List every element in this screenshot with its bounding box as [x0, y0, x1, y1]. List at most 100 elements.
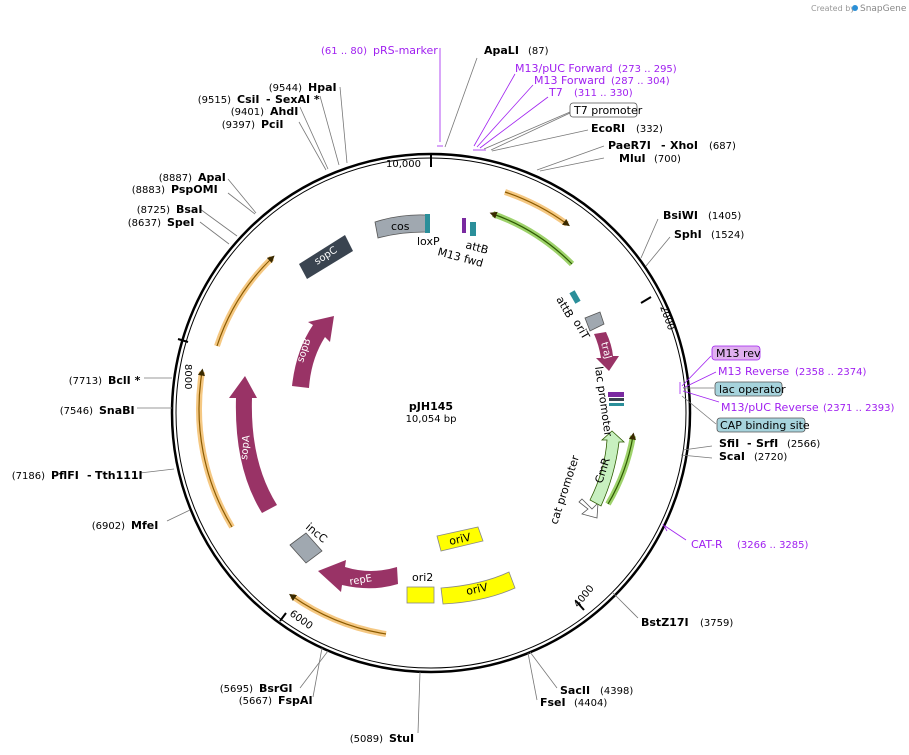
svg-text:CAP binding site: CAP binding site	[720, 419, 810, 432]
primer-m13-reverse: M13 Reverse (2358 .. 2374)	[718, 365, 867, 378]
site-spei: (8637) SpeI	[128, 216, 195, 229]
site-pflfi-tth111i: (7186) PflFI - Tth111I	[12, 469, 143, 482]
svg-text:MluI: MluI	[619, 152, 646, 165]
tick-label-8000: 8000	[182, 364, 193, 389]
svg-text:(8887): (8887)	[159, 173, 192, 184]
svg-text:(4404): (4404)	[574, 698, 607, 709]
site-bsrgi: (5695) BsrGI	[220, 682, 293, 695]
feature-orit-block	[584, 311, 605, 332]
svg-text:(6902): (6902)	[92, 521, 125, 532]
svg-text:-: -	[266, 93, 271, 106]
site-paer7i-xhoi: PaeR7I - XhoI (687)	[608, 139, 736, 152]
tick-label-6000: 6000	[287, 608, 314, 632]
svg-text:traJ: traJ	[598, 341, 613, 360]
svg-text:SphI: SphI	[674, 228, 702, 241]
svg-text:PflFI: PflFI	[51, 469, 79, 482]
orf-arc-6	[214, 255, 275, 347]
svg-text:M13/pUC Reverse: M13/pUC Reverse	[721, 401, 819, 414]
svg-text:pRS-marker: pRS-marker	[373, 44, 438, 57]
orf-arc-5	[196, 371, 235, 529]
svg-text:PspOMI: PspOMI	[171, 183, 218, 196]
svg-text:(2358 .. 2374): (2358 .. 2374)	[795, 367, 867, 378]
svg-text:SnaBI: SnaBI	[99, 404, 135, 417]
site-pspomi: (8883) PspOMI	[132, 183, 218, 196]
svg-text:BstZ17I: BstZ17I	[641, 616, 689, 629]
svg-text:(3266 .. 3285): (3266 .. 3285)	[737, 540, 809, 551]
primer-leader-lines	[437, 48, 720, 541]
svg-text:(332): (332)	[636, 124, 663, 135]
svg-text:M13 rev: M13 rev	[716, 347, 761, 360]
svg-text:(2371 .. 2393): (2371 .. 2393)	[823, 403, 895, 414]
feature-oriv-lower: oriV	[440, 571, 516, 605]
svg-text:(2566): (2566)	[787, 439, 820, 450]
feature-sopc: sopC	[299, 235, 353, 279]
svg-text:ScaI: ScaI	[719, 450, 745, 463]
feature-repe: repE	[318, 560, 398, 592]
primer-m13puc-forward: M13/pUC Forward (273 .. 295)	[515, 62, 677, 75]
svg-text:repE: repE	[349, 573, 373, 588]
svg-text:cos: cos	[391, 220, 410, 233]
site-scai: ScaI (2720)	[719, 450, 787, 463]
svg-text:oriV: oriV	[465, 581, 490, 598]
svg-text:ApaI: ApaI	[198, 171, 226, 184]
svg-text:Tth111I: Tth111I	[95, 469, 143, 482]
svg-text:BsrGI: BsrGI	[259, 682, 292, 695]
svg-text:(1524): (1524)	[711, 230, 744, 241]
svg-text:SpeI: SpeI	[167, 216, 194, 229]
feature-cmr: CmR	[589, 430, 626, 507]
plasmid-name: pJH145	[409, 400, 453, 413]
feature-label-loxp: loxP	[417, 235, 440, 248]
created-by-text: Created by	[811, 4, 855, 13]
site-csii-sexai: (9515) CsiI - SexAI *	[198, 93, 320, 106]
svg-text:EcoRI: EcoRI	[591, 122, 625, 135]
svg-text:T7 promoter: T7 promoter	[573, 104, 643, 117]
feature-lac-block-purple	[608, 392, 624, 397]
feature-cos: cos	[374, 214, 430, 239]
svg-text:CsiI: CsiI	[237, 93, 259, 106]
snapgene-brand: SnapGene	[860, 4, 907, 14]
feature-incc	[289, 532, 323, 564]
site-bsai: (8725) BsaI	[137, 203, 203, 216]
svg-text:oriV: oriV	[448, 531, 473, 548]
primer-t7: T7 (311 .. 330)	[548, 86, 633, 99]
svg-text:(1405): (1405)	[708, 211, 741, 222]
svg-text:(7546): (7546)	[60, 406, 93, 417]
backbone-outer-ring	[170, 152, 692, 674]
svg-text:BclI *: BclI *	[108, 374, 141, 387]
svg-text:(687): (687)	[709, 141, 736, 152]
feature-cat-promoter	[578, 498, 599, 519]
svg-text:BsaI: BsaI	[176, 203, 202, 216]
tick-label-10000: 10,000	[386, 159, 421, 170]
site-hpai: (9544) HpaI	[269, 81, 337, 94]
svg-text:(61 .. 80): (61 .. 80)	[321, 46, 367, 57]
feature-label-attb-top: attB	[464, 238, 490, 256]
site-sfii-srfi: SfiI - SrfI (2566)	[719, 437, 820, 450]
svg-text:(5695): (5695)	[220, 684, 253, 695]
svg-text:CAT-R: CAT-R	[691, 538, 723, 551]
site-apali: ApaLI (87)	[484, 44, 549, 57]
site-fspai: (5667) FspAI	[239, 694, 313, 707]
svg-text:StuI: StuI	[389, 732, 414, 745]
svg-text:M13 Forward: M13 Forward	[534, 74, 605, 87]
svg-text:(7713): (7713)	[69, 376, 102, 387]
site-stui: (5089) StuI	[350, 732, 414, 745]
feature-traj: traJ	[594, 332, 619, 371]
plasmid-size: 10,054 bp	[406, 414, 457, 425]
svg-text:M13/pUC Forward: M13/pUC Forward	[515, 62, 613, 75]
primer-m13-forward: M13 Forward (287 .. 304)	[534, 74, 670, 87]
feature-sopb: sopB	[292, 316, 334, 388]
svg-text:AhdI: AhdI	[270, 105, 298, 118]
svg-text:(5089): (5089)	[350, 734, 383, 745]
feature-label-cat-promoter: cat promoter	[547, 453, 582, 526]
svg-text:(9515): (9515)	[198, 95, 231, 106]
svg-text:-: -	[87, 469, 92, 482]
svg-text:(7186): (7186)	[12, 471, 45, 482]
feature-lac-block-teal	[609, 403, 624, 406]
feature-attb-top-block	[470, 222, 476, 236]
feature-sopa: sopA	[229, 376, 277, 513]
site-leader-lines	[137, 57, 713, 734]
site-fsei: FseI (4404)	[540, 696, 607, 709]
feature-m13fwd-block	[462, 218, 466, 233]
svg-text:(9397): (9397)	[222, 120, 255, 131]
